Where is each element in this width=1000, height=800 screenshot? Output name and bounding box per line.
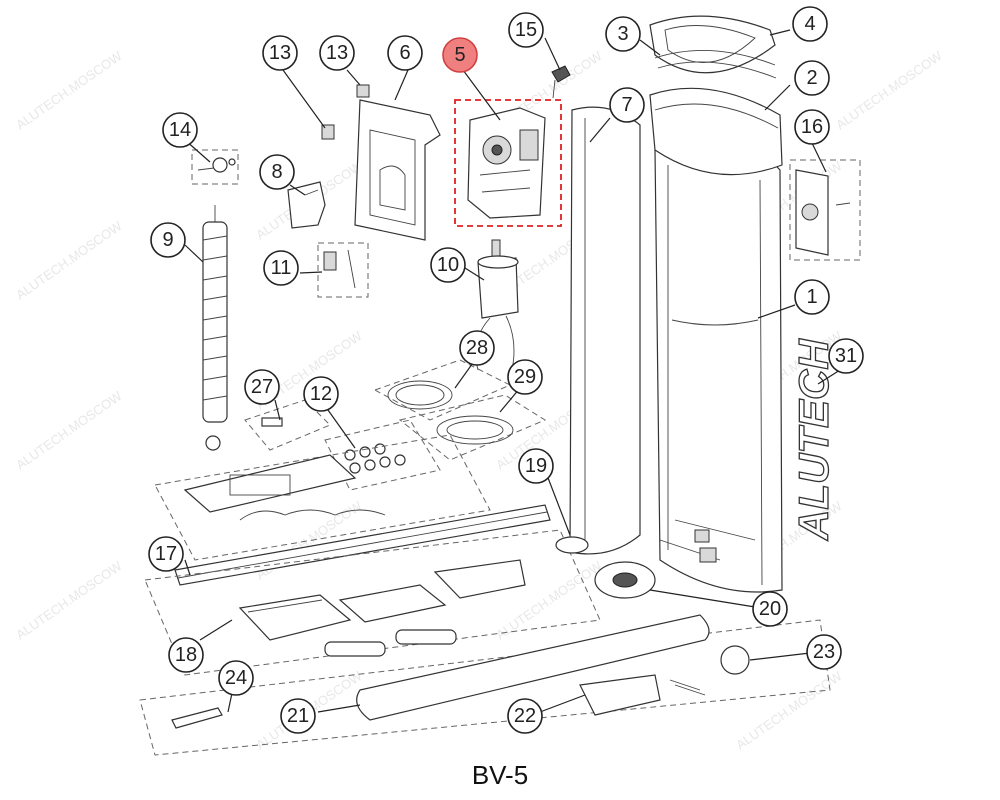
leader-lines	[184, 29, 841, 713]
callout-label: 15	[515, 19, 537, 41]
callout-label: 2	[806, 67, 817, 89]
callout-label: 5	[454, 44, 465, 66]
callout-20: 20	[752, 591, 788, 627]
callout-5-highlighted: 5	[442, 37, 478, 73]
brand-logo-text: ALUTECH	[790, 338, 837, 541]
callout-label: 7	[621, 94, 632, 116]
callout-18: 18	[168, 637, 204, 673]
reflector-and-tape-parts	[555, 536, 656, 599]
watermark: ALUTECH.MOSCOW	[13, 558, 125, 643]
motor-part	[475, 239, 519, 371]
eye-bolt-part	[191, 149, 239, 185]
callout-label: 8	[271, 161, 282, 183]
exploded-parts-diagram: ALUTECH.MOSCOW ALUTECH.MOSCOW ALUTECH.MO…	[13, 6, 945, 756]
fastener-kit-part	[317, 242, 369, 298]
callout-label: 20	[759, 598, 781, 620]
callout-label: 13	[326, 42, 348, 64]
callout-8: 8	[259, 154, 295, 190]
callout-6: 6	[387, 35, 423, 71]
callout-12: 12	[303, 376, 339, 412]
key-lock-part	[551, 65, 571, 99]
callout-label: 23	[813, 641, 835, 663]
watermark: ALUTECH.MOSCOW	[833, 48, 945, 133]
callout-11: 11	[263, 250, 299, 286]
top-cap-parts	[649, 15, 783, 176]
callout-24: 24	[218, 660, 254, 696]
watermark: ALUTECH.MOSCOW	[13, 48, 125, 133]
callout-2: 2	[794, 60, 830, 96]
callout-7: 7	[609, 87, 645, 123]
callout-label: 3	[617, 23, 628, 45]
rear-panel-part	[569, 106, 641, 555]
callout-label: 6	[399, 42, 410, 64]
mounting-plate-part	[789, 159, 861, 261]
callout-label: 14	[169, 119, 191, 141]
gearbox-part	[467, 107, 546, 219]
cable-parts	[373, 359, 547, 461]
callout-15: 15	[508, 12, 544, 48]
callout-17: 17	[148, 536, 184, 572]
callout-label: 18	[175, 644, 197, 666]
fastener-set-part	[244, 399, 441, 491]
highlighted-part-frame	[454, 99, 562, 227]
callout-27: 27	[244, 369, 280, 405]
callout-9: 9	[150, 222, 186, 258]
callout-label: 17	[155, 543, 177, 565]
callout-3: 3	[605, 16, 641, 52]
callout-label: 11	[271, 257, 292, 279]
callout-label: 1	[806, 286, 817, 308]
lower-accessory-parts	[139, 614, 831, 756]
callout-label: 13	[269, 42, 291, 64]
callout-23: 23	[806, 634, 842, 670]
model-label: BV-5	[471, 760, 529, 790]
callout-19: 19	[518, 448, 554, 484]
callout-4: 4	[792, 6, 828, 42]
callout-16: 16	[794, 109, 830, 145]
clip-part	[321, 84, 370, 140]
watermark: ALUTECH.MOSCOW	[13, 388, 125, 473]
callout-label: 19	[525, 455, 547, 477]
column-housing-part	[654, 128, 783, 593]
callout-14: 14	[162, 112, 198, 148]
callout-1: 1	[794, 279, 830, 315]
watermark: ALUTECH.MOSCOW	[13, 218, 125, 303]
callout-29: 29	[507, 359, 543, 395]
callout-label: 24	[225, 667, 247, 689]
spring-part	[202, 205, 228, 451]
boom-holder-parts	[144, 529, 601, 676]
callout-label: 16	[801, 116, 823, 138]
callout-label: 29	[514, 366, 536, 388]
adjuster-bracket-part	[287, 181, 326, 229]
bracket-part	[354, 99, 441, 241]
callout-21: 21	[280, 698, 316, 734]
callout-10: 10	[430, 247, 466, 283]
callout-label: 9	[162, 229, 173, 251]
callout-label: 4	[804, 13, 815, 35]
callout-22: 22	[507, 698, 543, 734]
callout-label: 27	[251, 376, 273, 398]
callout-label: 12	[310, 383, 332, 405]
callout-31: 31	[828, 338, 864, 374]
base-plate-part	[154, 434, 491, 561]
callout-label: 28	[466, 337, 488, 359]
callout-label: 10	[437, 254, 459, 276]
callout-label: 31	[835, 345, 857, 367]
callout-label: 21	[287, 705, 309, 727]
callout-13-a: 13	[262, 35, 298, 71]
callout-28: 28	[459, 330, 495, 366]
callout-13-b: 13	[319, 35, 355, 71]
callout-label: 22	[514, 705, 536, 727]
